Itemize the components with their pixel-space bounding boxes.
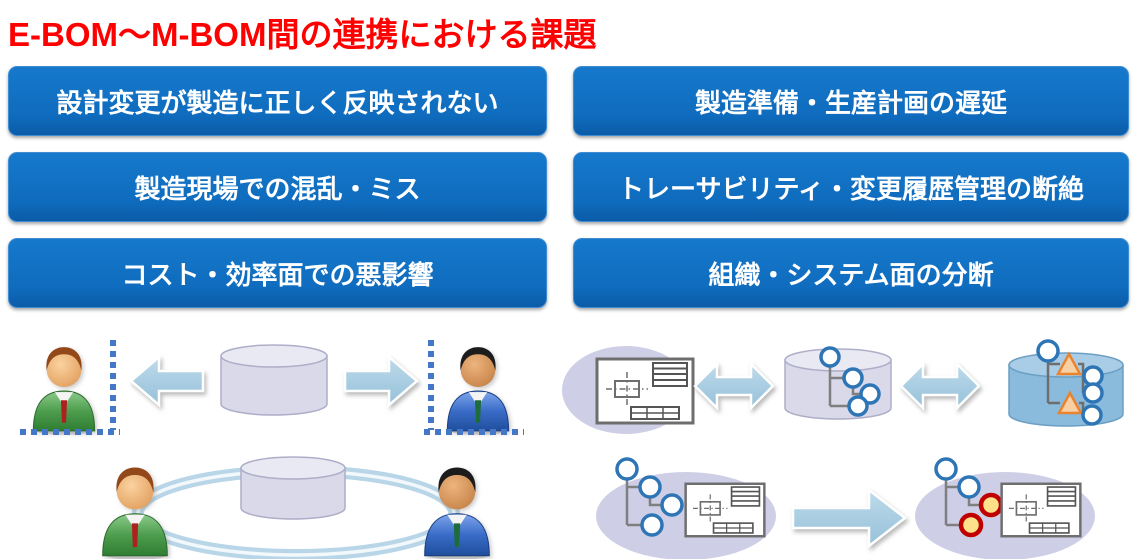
issue-box-traceability-break: トレーサビリティ・変更履歴管理の断絶 bbox=[573, 152, 1129, 222]
left-block-arrow-icon bbox=[128, 352, 206, 410]
cad-drawing-document-icon bbox=[594, 357, 696, 425]
dotted-barrier-icon bbox=[428, 340, 434, 430]
bom-tree-changed-structure-icon bbox=[1036, 339, 1104, 426]
dotted-barrier-icon bbox=[110, 340, 116, 430]
right-block-arrow-icon bbox=[342, 352, 420, 410]
cad-drawing-document-icon bbox=[684, 477, 766, 543]
double-block-arrow-icon bbox=[692, 357, 776, 415]
page-title: E-BOM～M-BOM間の連携における課題 bbox=[8, 16, 597, 53]
right-block-arrow-icon bbox=[790, 486, 908, 550]
database-cylinder-icon bbox=[238, 455, 348, 523]
database-cylinder-mbom-icon bbox=[1005, 338, 1127, 432]
dotted-barrier-icon bbox=[424, 429, 524, 435]
bom-tree-changed-icon bbox=[926, 455, 1018, 543]
bom-tree-icon bbox=[819, 346, 881, 417]
double-block-arrow-icon bbox=[898, 357, 982, 415]
issue-box-production-delay: 製造準備・生産計画の遅延 bbox=[573, 66, 1129, 136]
cad-drawing-document-icon bbox=[1000, 477, 1082, 543]
database-cylinder-icon bbox=[218, 342, 330, 420]
issue-box-cost-impact: コスト・効率面での悪影響 bbox=[8, 238, 547, 308]
dotted-barrier-icon bbox=[20, 429, 120, 435]
bom-tree-icon bbox=[607, 455, 699, 543]
engineer-person-icon bbox=[93, 461, 177, 559]
database-cylinder-ebom-icon bbox=[782, 344, 894, 430]
issue-box-design-change: 設計変更が製造に正しく反映されない bbox=[8, 66, 547, 136]
manufacturing-person-icon bbox=[438, 341, 518, 435]
issue-box-shopfloor-confusion: 製造現場での混乱・ミス bbox=[8, 152, 547, 222]
engineer-person-icon bbox=[24, 341, 104, 435]
issue-box-org-system-split: 組織・システム面の分断 bbox=[573, 238, 1129, 308]
manufacturing-person-icon bbox=[415, 461, 499, 559]
